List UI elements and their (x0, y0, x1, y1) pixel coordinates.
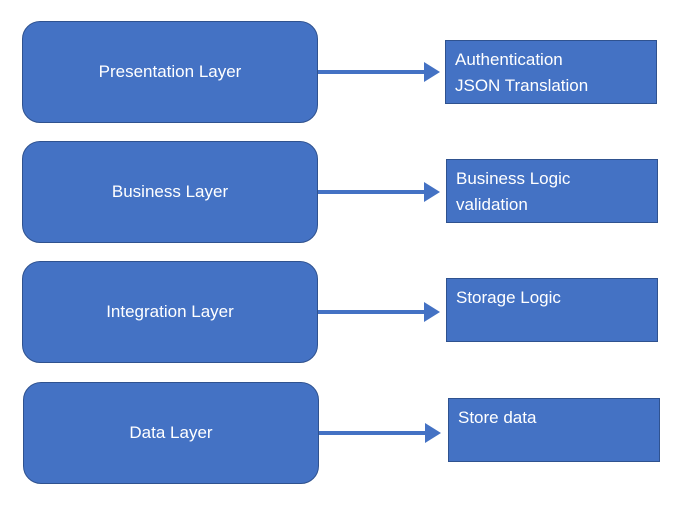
detail-line: Business Logic (456, 169, 571, 188)
layer-box-business: Business Layer (22, 141, 318, 243)
detail-box-business: Business Logic validation (446, 159, 658, 223)
detail-line: Storage Logic (456, 288, 561, 307)
detail-line: Authentication (455, 50, 563, 69)
layer-box-data: Data Layer (23, 382, 319, 484)
layer-label: Data Layer (129, 423, 213, 442)
layer-label: Presentation Layer (98, 62, 242, 81)
detail-box-presentation: Authentication JSON Translation (445, 40, 657, 104)
layer-box-presentation: Presentation Layer (22, 21, 318, 123)
layer-box-integration: Integration Layer (22, 261, 318, 363)
detail-line: validation (456, 195, 528, 214)
detail-line: Store data (458, 408, 537, 427)
detail-box-integration: Storage Logic (446, 278, 658, 342)
detail-line: JSON Translation (455, 76, 589, 95)
layer-label: Business Layer (111, 182, 229, 201)
detail-box-data: Store data (448, 398, 660, 462)
layer-label: Integration Layer (106, 302, 234, 321)
